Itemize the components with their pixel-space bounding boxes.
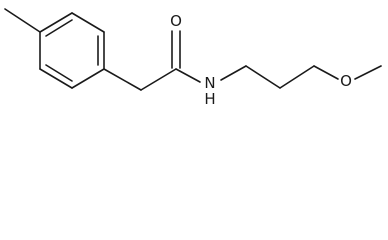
bond-ring-4 (71, 68, 105, 89)
bond-ring-5 (39, 68, 73, 89)
bond-ether-methyl (354, 65, 382, 80)
atom-label-amide-nitrogen: N (204, 74, 215, 92)
bond-ch2-carbonyl (140, 68, 177, 91)
atom-label-amide-hydrogen: H (204, 90, 215, 104)
bond-propyl-1 (245, 65, 281, 89)
bond-nitrogen-ch2 (220, 65, 247, 81)
bond-ring-1 (39, 12, 73, 33)
molecule-structure: O N H O (4, 8, 382, 104)
atom-label-carbonyl-oxygen: O (170, 12, 182, 30)
bond-ring-ch2 (103, 68, 142, 91)
structure-canvas: O N H O (0, 0, 388, 104)
bond-propyl-2 (279, 65, 315, 89)
bond-ch2-ether-oxygen (313, 65, 339, 80)
atom-label-ether-oxygen: O (340, 72, 352, 90)
bond-ring-2 (71, 12, 105, 33)
bond-ring-inner-3 (45, 64, 73, 82)
bond-methyl-ring (4, 8, 41, 33)
bond-ring-inner-1 (45, 19, 73, 37)
bond-carbonyl-nitrogen (175, 68, 201, 83)
